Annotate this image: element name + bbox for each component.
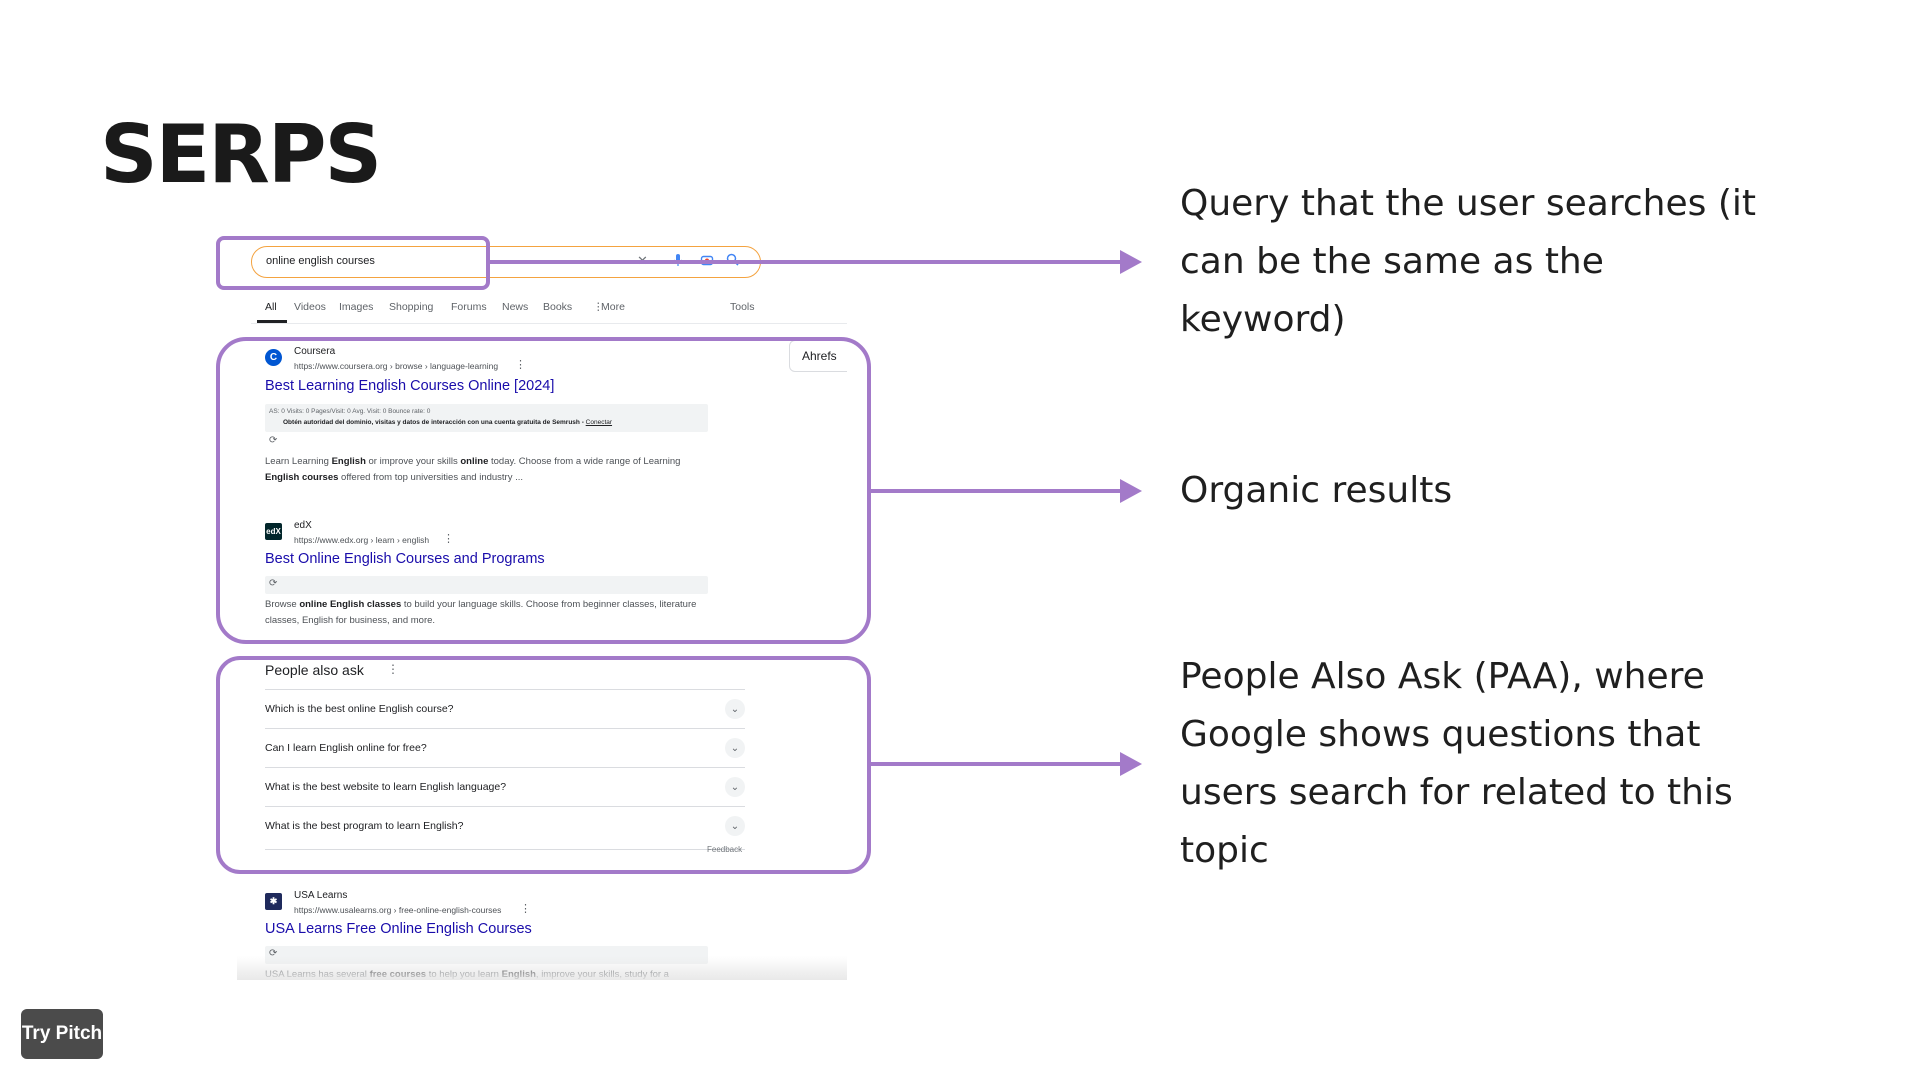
seo-toolbar: AS: 0 Visits: 0 Pages/Visit: 0 Avg. Visi… <box>265 404 708 432</box>
active-tab-indicator <box>257 320 287 323</box>
tabs-divider <box>251 323 847 324</box>
refresh-icon[interactable]: ⟳ <box>269 435 278 446</box>
tab-videos[interactable]: Videos <box>294 301 326 313</box>
seo-metrics: AS: 0 Visits: 0 Pages/Visit: 0 Avg. Visi… <box>269 408 431 415</box>
paa-question[interactable]: Which is the best online English course?… <box>265 689 745 728</box>
more-icon[interactable]: ⋮ <box>593 301 604 313</box>
paa-feedback-link[interactable]: Feedback <box>707 845 743 854</box>
try-pitch-button[interactable]: Try Pitch <box>21 1009 103 1059</box>
paa-divider <box>265 849 745 850</box>
paa-highlight-box <box>216 656 871 874</box>
result-title[interactable]: USA Learns Free Online English Courses <box>265 921 532 937</box>
paa-annotation: People Also Ask (PAA), where Google show… <box>1180 656 1733 871</box>
paa-question-text: What is the best website to learn Englis… <box>265 781 507 793</box>
tab-tools[interactable]: Tools <box>730 301 755 313</box>
tab-shopping[interactable]: Shopping <box>389 301 434 313</box>
paa-arrow-head <box>1120 752 1142 776</box>
tab-news[interactable]: News <box>502 301 529 313</box>
result-options-icon[interactable]: ⋮ <box>520 903 531 915</box>
search-query-text[interactable]: online english courses <box>266 255 375 267</box>
result-options-icon[interactable]: ⋮ <box>443 533 454 545</box>
result-title[interactable]: Best Learning English Courses Online [20… <box>265 378 555 394</box>
result-site-name[interactable]: Coursera <box>294 346 336 357</box>
refresh-icon[interactable]: ⟳ <box>269 948 278 959</box>
chevron-down-icon[interactable]: ⌄ <box>725 777 745 797</box>
query-highlight-box <box>216 236 490 290</box>
query-annotation: Query that the user searches (it can be … <box>1180 183 1756 340</box>
chevron-down-icon[interactable]: ⌄ <box>725 738 745 758</box>
chevron-down-icon[interactable]: ⌄ <box>725 699 745 719</box>
seo-connect-link[interactable]: Conectar <box>585 419 613 426</box>
tab-forums[interactable]: Forums <box>451 301 487 313</box>
organic-arrow-head <box>1120 479 1142 503</box>
paa-question[interactable]: Can I learn English online for free? ⌄ <box>265 728 745 767</box>
usalearns-logo-icon: ✱ <box>265 893 282 910</box>
serp-screenshot: online english courses ✕ All Videos Imag… <box>237 228 847 980</box>
result-url[interactable]: https://www.coursera.org › browse › lang… <box>294 361 499 371</box>
seo-message: Obtén autoridad del dominio, visitas y d… <box>283 419 586 426</box>
paa-question[interactable]: What is the best program to learn Englis… <box>265 806 745 845</box>
result-options-icon[interactable]: ⋮ <box>515 359 526 371</box>
result-url[interactable]: https://www.usalearns.org › free-online-… <box>294 905 502 915</box>
tab-all[interactable]: All <box>265 301 277 313</box>
search-tabs: All Videos Images Shopping Forums News B… <box>237 301 847 317</box>
chevron-down-icon[interactable]: ⌄ <box>725 816 745 836</box>
paa-question-text: Which is the best online English course? <box>265 703 454 715</box>
tab-more[interactable]: More <box>601 301 625 313</box>
paa-question-text: Can I learn English online for free? <box>265 742 427 754</box>
query-arrow-head <box>1120 250 1142 274</box>
tab-books[interactable]: Books <box>543 301 573 313</box>
seo-toolbar <box>265 576 708 594</box>
paa-options-icon[interactable]: ⋮ <box>387 662 399 676</box>
result-title[interactable]: Best Online English Courses and Programs <box>265 551 545 567</box>
coursera-logo-icon: C <box>265 349 282 366</box>
result-snippet: Browse online English classes to build y… <box>265 599 697 626</box>
edx-logo-icon: edX <box>265 523 282 540</box>
result-site-name[interactable]: USA Learns <box>294 890 348 901</box>
screenshot-fade <box>237 956 847 980</box>
result-url[interactable]: https://www.edx.org › learn › english <box>294 535 430 545</box>
paa-question-text: What is the best program to learn Englis… <box>265 820 464 832</box>
result-site-name[interactable]: edX <box>294 520 312 531</box>
ahrefs-badge[interactable]: Ahrefs <box>789 340 847 372</box>
tab-images[interactable]: Images <box>339 301 374 313</box>
paa-title: People also ask <box>265 662 364 678</box>
slide-title: SERPS <box>100 108 382 201</box>
paa-question[interactable]: What is the best website to learn Englis… <box>265 767 745 806</box>
result-snippet: Learn Learning English or improve your s… <box>265 456 681 483</box>
refresh-icon[interactable]: ⟳ <box>269 578 278 589</box>
organic-results-highlight-box <box>216 337 871 644</box>
organic-annotation: Organic results <box>1180 470 1453 511</box>
